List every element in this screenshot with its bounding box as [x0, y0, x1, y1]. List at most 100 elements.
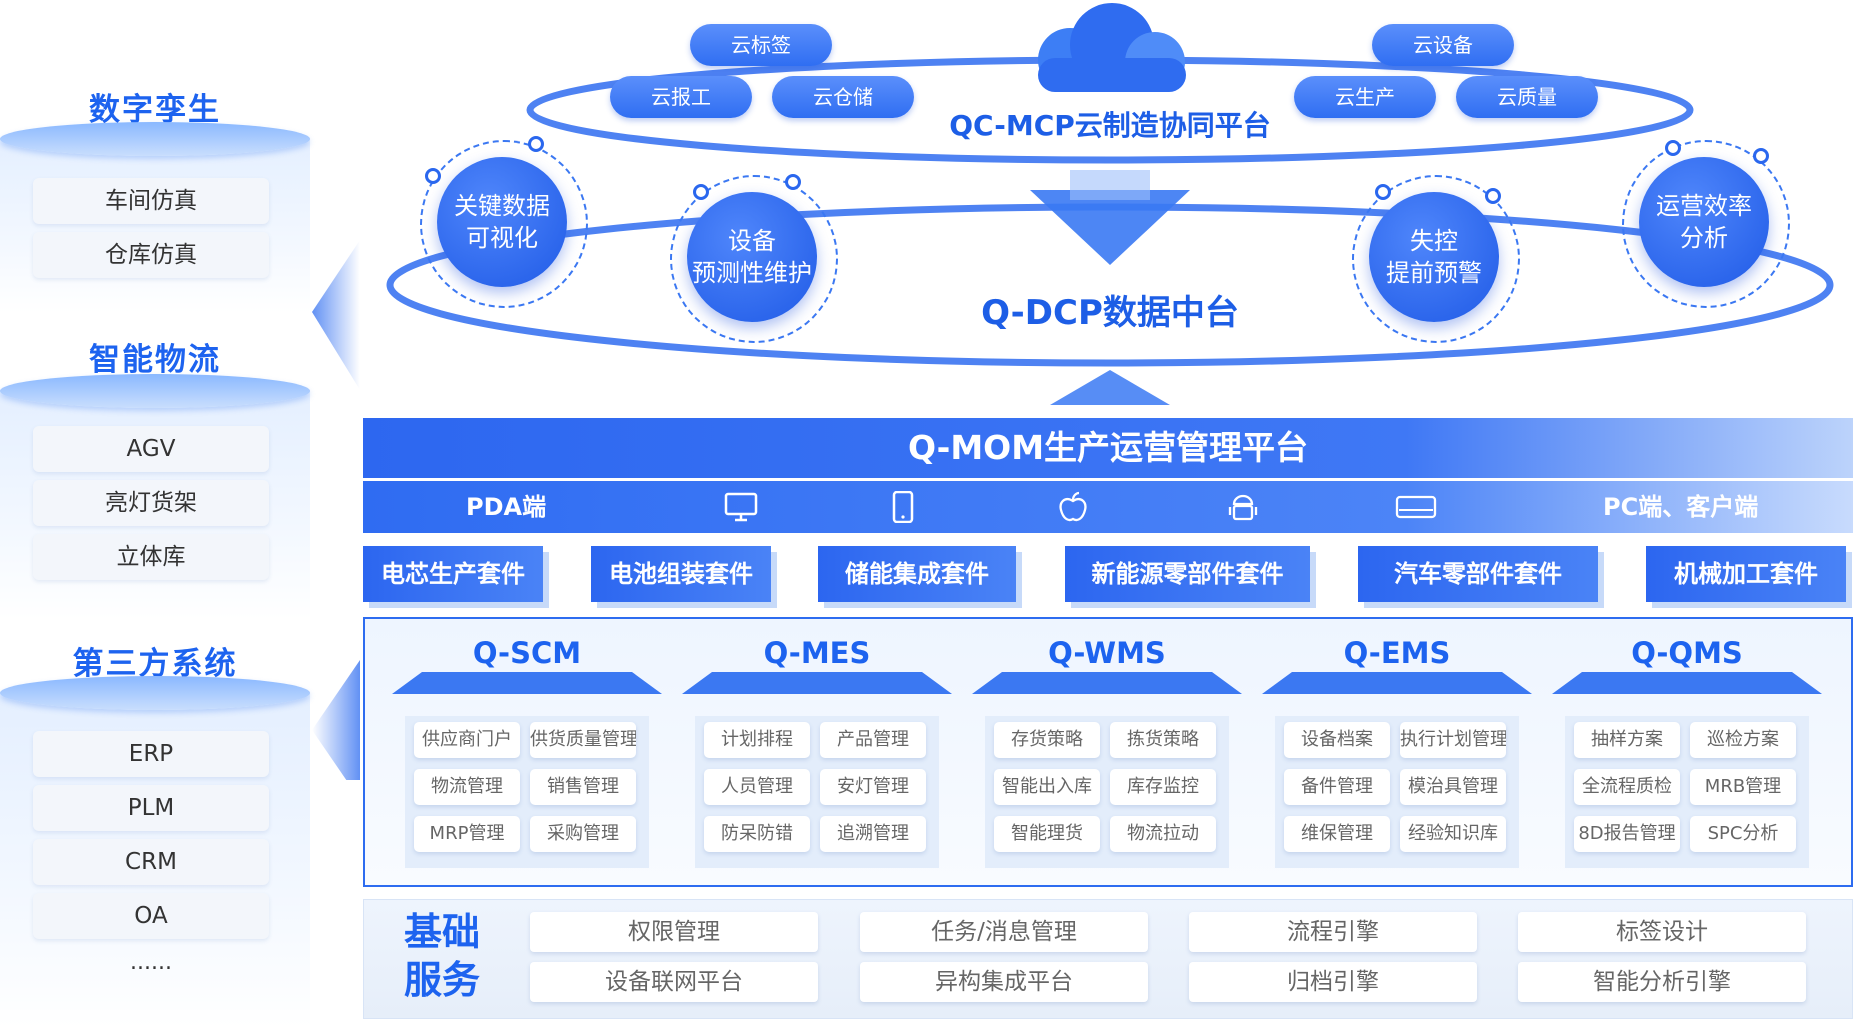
module-item[interactable]: 维保管理 [1284, 816, 1390, 852]
client-pc[interactable]: PC端、客户端 [1603, 493, 1759, 521]
left-item-agv[interactable]: AGV [33, 426, 269, 472]
module-title[interactable]: Q-EMS [1343, 636, 1451, 670]
module-item[interactable]: 经验知识库 [1400, 816, 1506, 852]
module-item[interactable]: 安灯管理 [820, 769, 926, 805]
left-item-crm[interactable]: CRM [33, 839, 269, 885]
circle-operation-efficiency[interactable]: 运营效率分析 [1639, 157, 1769, 287]
module-item[interactable]: 防呆防错 [704, 816, 810, 852]
suite-new-energy-parts[interactable]: 新能源零部件套件 [1065, 546, 1310, 602]
base-item-analytics-engine[interactable]: 智能分析引擎 [1518, 962, 1806, 1002]
module-item[interactable]: MRP管理 [414, 816, 520, 852]
cloud-platform-title: QC-MCP云制造协同平台 [949, 109, 1271, 142]
smart-logistics-panel-top [0, 374, 310, 408]
suite-battery-assembly[interactable]: 电池组装套件 [591, 546, 771, 602]
android-icon [1228, 494, 1258, 521]
left-item-light-shelf[interactable]: 亮灯货架 [33, 480, 269, 526]
module-item[interactable]: 全流程质检 [1574, 769, 1680, 805]
arrow-left-top [312, 240, 360, 390]
suite-machining[interactable]: 机械加工套件 [1646, 546, 1846, 602]
ring-dot [1485, 188, 1501, 204]
circle-line1: 失控 [1410, 227, 1458, 255]
base-item-task-message[interactable]: 任务/消息管理 [860, 912, 1148, 952]
left-item-plm[interactable]: PLM [33, 785, 269, 831]
base-item-permission[interactable]: 权限管理 [530, 912, 818, 952]
apple-icon [1059, 491, 1087, 522]
module-item[interactable]: 库存监控 [1110, 769, 1216, 805]
circle-line1: 关键数据 [454, 192, 550, 220]
module-item[interactable]: 销售管理 [530, 769, 636, 805]
ring-dot [785, 174, 801, 190]
left-connector-arrows [312, 240, 360, 780]
circle-key-data-visual[interactable]: 关键数据可视化 [437, 157, 567, 287]
circle-line2: 可视化 [466, 224, 538, 252]
ring-dot [1753, 148, 1769, 164]
pill-cloud-quality[interactable]: 云质量 [1456, 76, 1598, 118]
left-item-erp[interactable]: ERP [33, 731, 269, 777]
base-item-label-design[interactable]: 标签设计 [1518, 912, 1806, 952]
mom-platform-title: Q-MOM生产运营管理平台 [363, 418, 1853, 478]
module-item[interactable]: 模治具管理 [1400, 769, 1506, 805]
suite-auto-parts[interactable]: 汽车零部件套件 [1358, 546, 1598, 602]
circle-ring-3 [1352, 175, 1520, 343]
base-item-workflow-engine[interactable]: 流程引擎 [1189, 912, 1477, 952]
left-item-workshop-sim[interactable]: 车间仿真 [33, 178, 269, 224]
third-party-panel-top [0, 676, 310, 710]
base-service-title: 基础 服务 [392, 908, 492, 1004]
module-item[interactable]: 智能理货 [994, 816, 1100, 852]
module-item[interactable]: 计划排程 [704, 722, 810, 758]
module-item[interactable]: SPC分析 [1690, 816, 1796, 852]
left-item-oa[interactable]: OA [33, 893, 269, 939]
module-title[interactable]: Q-WMS [1048, 636, 1166, 670]
data-platform-title: Q-DCP数据中台 [981, 293, 1239, 333]
circle-line2: 分析 [1680, 224, 1728, 252]
pill-cloud-storage[interactable]: 云仓储 [772, 76, 914, 118]
base-item-device-network[interactable]: 设备联网平台 [530, 962, 818, 1002]
arrow-left-bottom [312, 660, 360, 780]
pill-cloud-production[interactable]: 云生产 [1294, 76, 1436, 118]
module-item[interactable]: 拣货策略 [1110, 722, 1216, 758]
module-title[interactable]: Q-MES [763, 636, 871, 670]
module-item[interactable]: 供货质量管理 [530, 722, 636, 758]
base-item-archive-engine[interactable]: 归档引擎 [1189, 962, 1477, 1002]
module-item[interactable]: 供应商门户 [414, 722, 520, 758]
circle-ring-4 [1622, 140, 1790, 308]
module-title[interactable]: Q-SCM [472, 636, 582, 670]
left-item-warehouse-sim[interactable]: 仓库仿真 [33, 232, 269, 278]
suite-cell-production[interactable]: 电芯生产套件 [363, 546, 543, 602]
module-item[interactable]: 设备档案 [1284, 722, 1390, 758]
suite-energy-storage[interactable]: 储能集成套件 [818, 546, 1016, 602]
circle-line1: 运营效率 [1656, 192, 1752, 220]
module-item[interactable]: 执行计划管理 [1400, 722, 1506, 758]
base-title-line1: 基础 [403, 910, 480, 954]
module-item[interactable]: 8D报告管理 [1574, 816, 1680, 852]
left-item-3d-warehouse[interactable]: 立体库 [33, 534, 269, 580]
pill-cloud-report[interactable]: 云报工 [610, 76, 752, 118]
module-item[interactable]: 追溯管理 [820, 816, 926, 852]
module-roof [392, 672, 662, 694]
client-pda[interactable]: PDA端 [466, 493, 547, 521]
client-bar: PDA端 PC端、客户端 [363, 481, 1853, 533]
circle-predictive-maintenance[interactable]: 设备预测性维护 [687, 192, 817, 322]
module-item[interactable]: 巡检方案 [1690, 722, 1796, 758]
module-item[interactable]: 物流管理 [414, 769, 520, 805]
section-title-smart-logistics: 智能物流 [89, 342, 221, 378]
cloud-icon [1038, 3, 1186, 92]
module-roof [1552, 672, 1822, 694]
module-item[interactable]: 物流拉动 [1110, 816, 1216, 852]
module-item[interactable]: 存货策略 [994, 722, 1100, 758]
digital-twin-panel [0, 138, 310, 313]
base-item-heterogeneous-integration[interactable]: 异构集成平台 [860, 962, 1148, 1002]
module-item[interactable]: 人员管理 [704, 769, 810, 805]
module-item[interactable]: 备件管理 [1284, 769, 1390, 805]
circle-early-warning[interactable]: 失控提前预警 [1369, 192, 1499, 322]
module-title[interactable]: Q-QMS [1631, 636, 1743, 670]
module-item[interactable]: 采购管理 [530, 816, 636, 852]
module-item[interactable]: 产品管理 [820, 722, 926, 758]
pill-cloud-label[interactable]: 云标签 [690, 24, 832, 66]
module-item[interactable]: 智能出入库 [994, 769, 1100, 805]
module-item[interactable]: MRB管理 [1690, 769, 1796, 805]
left-item-more: ...... [130, 950, 172, 975]
pill-cloud-device[interactable]: 云设备 [1372, 24, 1514, 66]
orbit-rings [386, 3, 1834, 405]
module-item[interactable]: 抽样方案 [1574, 722, 1680, 758]
